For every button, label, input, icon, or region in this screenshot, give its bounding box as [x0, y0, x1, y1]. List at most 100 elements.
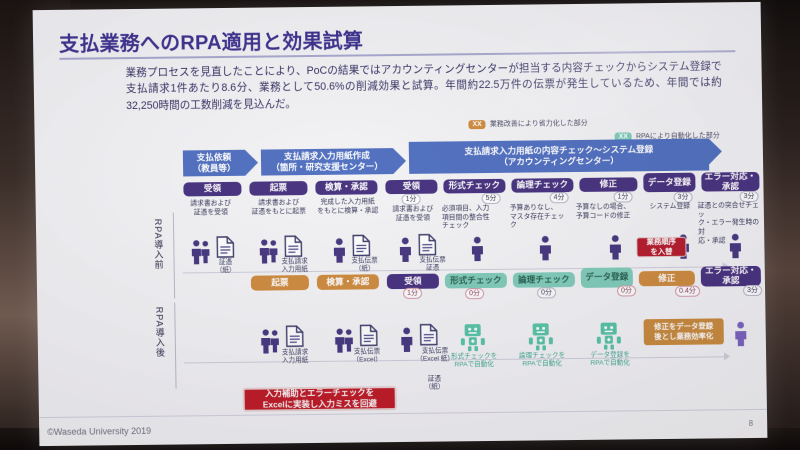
- document-icon: [284, 235, 303, 258]
- person-icon: [261, 329, 279, 354]
- post-time-7: 3分: [743, 284, 763, 297]
- pre-time-5: 4分: [549, 192, 569, 204]
- post-time-3: 0分: [465, 288, 485, 300]
- robot-icon: [596, 322, 621, 350]
- document-icon: [418, 233, 437, 256]
- lane-divider-before: [172, 212, 176, 299]
- document-icon: [352, 234, 371, 257]
- post-step-2: 受領: [386, 273, 440, 290]
- pre-desc-6: 予算なしの場合、 予算コードの修正: [575, 203, 631, 220]
- pre-desc-2: 完成した入力用紙 をもとに検算・承認: [317, 198, 379, 215]
- org-band-1: 支払依頼 （教員等）: [182, 149, 246, 177]
- post-step-6: 修正: [638, 270, 696, 287]
- pre-step-7: データ登録: [643, 172, 696, 193]
- post-step-4: 論理チェック: [512, 272, 576, 288]
- pre-step-7-label: データ登録: [647, 176, 691, 187]
- pre-artifact-1: 支払請求 入力用紙: [273, 258, 317, 275]
- pre-desc-3: 請求書および 証憑を受領: [392, 205, 434, 222]
- person-icon: [609, 235, 621, 260]
- pre-time-7: 3分: [673, 191, 693, 203]
- post-time-6: 0.4分: [675, 285, 700, 297]
- legend-label-improvement: 業務改善により省力化した部分: [489, 119, 588, 128]
- pre-time-3: 1分: [401, 193, 421, 205]
- post-artifact-0-sub: 入力用紙: [281, 357, 309, 365]
- legend-tag-improvement: XX: [468, 119, 486, 129]
- post-step-7: エラー対応・承認: [700, 265, 762, 287]
- pre-artifact-3-sub: 証憑: [426, 264, 440, 272]
- pre-desc-4: 必須項目、入力 項目間の整合性 チェック: [441, 204, 490, 230]
- document-icon: [419, 323, 438, 346]
- callout-excel-note: 入力補助とエラーチェックを Excelに実装し入力ミスを回避: [242, 386, 397, 412]
- person-icon: [399, 237, 411, 262]
- pre-desc-0: 請求書および 証憑を受領: [190, 199, 232, 217]
- post-step-5-label: データ登録: [585, 271, 629, 282]
- post-time-4: 0分: [537, 287, 557, 299]
- pre-desc-5: 予算ありなし、 マスタ存在チェッ ク: [509, 204, 565, 230]
- pre-step-3: 受領: [385, 179, 438, 195]
- flow-arrow-after: [724, 352, 731, 361]
- post-time-5: 0分: [616, 285, 637, 297]
- pre-artifact-0: 証憑 （紙）: [209, 259, 243, 276]
- robot-icon: [528, 323, 553, 351]
- callout-fix-after: 修正をデータ登録 後とし業務効率化: [643, 318, 724, 346]
- lane-label-after: RPA導入後: [154, 306, 166, 358]
- pre-time-8: 3分: [739, 190, 759, 203]
- copyright: ©Waseda University 2019: [47, 425, 152, 438]
- pre-artifact-2-sub: （紙）: [354, 265, 375, 273]
- lead-paragraph: 業務プロセスを見直したことにより、PoCの結果ではアカウンティングセンターが担当…: [125, 60, 722, 112]
- person-icon: [471, 236, 483, 262]
- page-number: 8: [748, 419, 754, 429]
- post-artifact-0: 支払請求 入力用紙: [272, 349, 318, 366]
- pre-artifact-0-sub: （紙）: [215, 267, 236, 275]
- robot-icon: [460, 324, 485, 352]
- org-band-1-name: 支払依頼: [196, 152, 232, 163]
- person-icon: [539, 235, 551, 261]
- pre-step-2: 検算・承認: [315, 180, 378, 195]
- pre-desc-1: 請求書および 証憑をもとに起票: [251, 199, 306, 216]
- pre-step-0: 受領: [183, 181, 242, 197]
- post-step-1: 検算・承認: [316, 274, 380, 290]
- org-band-3-sub: （アカウンティングセンター）: [499, 155, 620, 167]
- pre-desc-7: システム登録: [649, 202, 691, 211]
- pre-artifact-2: 支払伝票 （紙）: [343, 257, 387, 274]
- post-time-2: 1分: [403, 287, 423, 299]
- post-artifact-1: 支払伝票 （Excel）: [344, 348, 390, 365]
- pre-step-4: 形式チェック: [443, 178, 506, 194]
- legend-item-improvement: XX 業務改善により省力化した部分: [468, 118, 588, 129]
- pre-step-6: 修正: [579, 177, 638, 192]
- pre-time-6: 1分: [613, 191, 633, 203]
- pre-artifact-3: 支払伝票 証憑: [411, 256, 455, 273]
- pre-step-1: 起票: [249, 181, 308, 196]
- org-band-2: 支払請求入力用紙作成 （箇所・研究支援センター）: [260, 148, 394, 176]
- robot-caption-0: 形式チェックを RPAで自動化: [450, 352, 498, 369]
- lane-label-before: RPA導入前: [152, 218, 164, 270]
- document-icon: [216, 236, 235, 258]
- post-artifact-3: 証憑 （紙）: [414, 375, 454, 392]
- person-icon: [729, 233, 741, 259]
- process-diagram: RPA導入前 RPA導入後 XX 業務改善により省力化した部分 XX RPAによ…: [144, 114, 763, 412]
- org-band-2-sub: （箇所・研究支援センター）: [271, 161, 384, 173]
- org-band-3: 支払請求入力用紙の内容チェック～システム登録 （アカウンティングセンター）: [408, 138, 710, 174]
- post-artifact-3-sub: （紙）: [424, 383, 445, 391]
- post-step-0: 起票: [250, 275, 310, 291]
- post-artifact-1-sub: （Excel）: [352, 356, 382, 364]
- document-icon: [285, 325, 304, 347]
- pre-time-4: 5分: [481, 192, 501, 205]
- person-icon: [335, 328, 353, 353]
- post-step-3: 形式チェック: [444, 272, 508, 289]
- person-icon: [735, 321, 747, 347]
- org-band-1-sub: （教員等）: [192, 162, 236, 174]
- robot-caption-2: データ登録を RPAで自動化: [590, 351, 630, 368]
- person-icon: [259, 239, 278, 264]
- person-icon: [401, 327, 413, 352]
- pre-artifact-1-sub: 入力用紙: [281, 266, 308, 274]
- callout-swap-order: 業務順序 を入替: [636, 236, 687, 258]
- document-icon: [359, 324, 378, 347]
- robot-caption-1: 論理チェックを RPAで自動化: [518, 352, 566, 368]
- person-icon: [191, 240, 210, 265]
- pre-step-8: エラー対応・承認: [701, 171, 760, 192]
- pre-step-5: 論理チェック: [511, 178, 574, 193]
- projected-slide: 支払業務へのRPA適用と効果試算 業務プロセスを見直したことにより、PoCの結果…: [32, 1, 768, 447]
- person-icon: [333, 238, 345, 263]
- lane-divider-after: [174, 302, 177, 389]
